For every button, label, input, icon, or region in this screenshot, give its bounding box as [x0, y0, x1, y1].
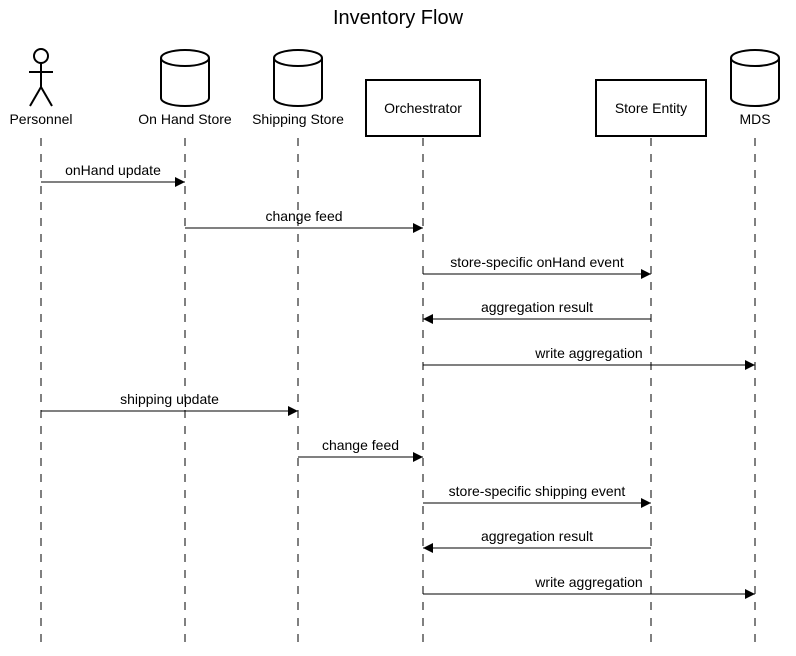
participant-label: On Hand Store	[138, 111, 232, 127]
message-4: aggregation result	[423, 299, 651, 324]
participant-label: Orchestrator	[384, 100, 462, 116]
lifelines	[40, 138, 756, 648]
message-label: aggregation result	[481, 299, 593, 315]
participant-label: MDS	[739, 111, 770, 127]
message-10: write aggregation	[423, 574, 755, 599]
message-8: store-specific shipping event	[423, 483, 651, 508]
database-icon	[160, 49, 210, 107]
participant-mds: MDS	[730, 49, 780, 127]
participant-box	[595, 79, 707, 137]
message-label: change feed	[265, 208, 342, 224]
participant-orchestrator: Orchestrator	[365, 79, 481, 137]
message-2: change feed	[185, 208, 423, 233]
database-icon	[273, 49, 323, 107]
actor-icon	[29, 48, 53, 107]
participant-label: Shipping Store	[252, 111, 344, 127]
participant-label: Store Entity	[615, 100, 687, 116]
message-label: onHand update	[65, 162, 161, 178]
participant-personnel: Personnel	[9, 48, 73, 127]
database-icon	[730, 49, 780, 107]
message-6: shipping update	[41, 391, 298, 416]
message-label: store-specific onHand event	[450, 254, 624, 270]
message-1: onHand update	[41, 162, 185, 187]
message-label: change feed	[322, 437, 399, 453]
participant-onhand: On Hand Store	[138, 49, 232, 127]
participant-box	[365, 79, 481, 137]
message-label: write aggregation	[534, 345, 642, 361]
diagram-title: Inventory Flow	[333, 7, 464, 29]
message-9: aggregation result	[423, 528, 651, 553]
message-3: store-specific onHand event	[423, 254, 651, 279]
participant-label: Personnel	[9, 111, 72, 127]
message-label: store-specific shipping event	[449, 483, 626, 499]
message-label: shipping update	[120, 391, 219, 407]
messages: onHand update change feed store-specific o…	[41, 162, 755, 599]
message-5: write aggregation	[423, 345, 755, 370]
message-label: write aggregation	[534, 574, 642, 590]
participant-storeentity: Store Entity	[595, 79, 707, 137]
participant-shipping: Shipping Store	[252, 49, 344, 127]
participants: Personnel On Hand Store Shipping Store Orch…	[9, 48, 780, 137]
message-7: change feed	[298, 437, 423, 462]
message-label: aggregation result	[481, 528, 593, 544]
